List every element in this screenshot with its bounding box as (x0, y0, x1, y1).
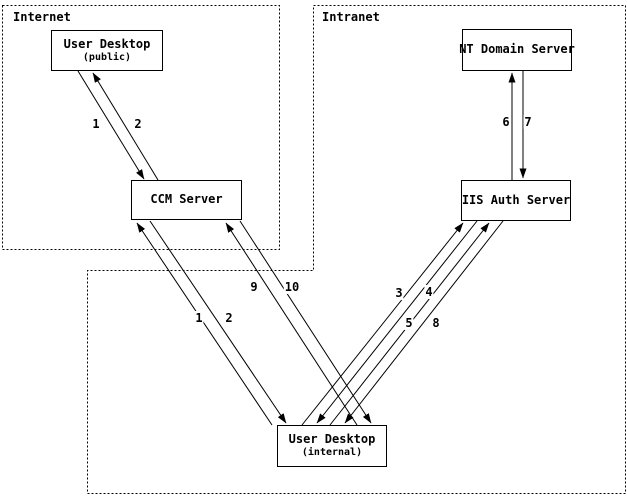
step-label-9: 9 (249, 280, 259, 294)
step-label-2-public: 2 (133, 117, 143, 131)
step-label-3: 3 (394, 286, 404, 300)
node-title: User Desktop (288, 432, 376, 447)
step-label-10: 10 (283, 280, 301, 294)
node-title: User Desktop (63, 36, 151, 51)
intranet-zone-label: Intranet (321, 10, 381, 24)
internet-zone-label: Internet (12, 10, 72, 24)
arrow-1-internal-desktop-to-ccm (136, 222, 273, 426)
node-user-desktop-public: User Desktop (public) (51, 30, 163, 71)
node-ccm-server: CCM Server (131, 180, 242, 220)
node-iis-auth-server: IIS Auth Server (461, 180, 571, 221)
intranet-zone-border (87, 5, 626, 494)
arrow-2-ccm-to-internal-desktop (149, 220, 287, 424)
arrow-10-ccm-to-internal-desktop (239, 220, 372, 424)
arrow-1-public-desktop-to-ccm (77, 70, 145, 180)
arrow-4-iis-to-internal-desktop (316, 220, 478, 424)
arrow-8-iis-to-internal-desktop (344, 220, 504, 424)
node-nt-domain-server: NT Domain Server (459, 29, 575, 71)
step-label-6: 6 (501, 115, 511, 129)
node-title: CCM Server (150, 192, 223, 207)
node-user-desktop-internal: User Desktop (internal) (277, 425, 387, 467)
step-label-4: 4 (424, 285, 434, 299)
step-label-7: 7 (523, 115, 533, 129)
node-subtitle: (public) (82, 51, 132, 63)
step-label-1-public: 1 (91, 117, 101, 131)
step-label-5: 5 (404, 316, 414, 330)
step-label-8: 8 (431, 316, 441, 330)
arrow-2-ccm-to-public-desktop (92, 72, 159, 181)
node-subtitle: (internal) (301, 447, 363, 459)
arrow-3-internal-desktop-to-iis (301, 222, 464, 426)
node-title: IIS Auth Server (461, 192, 571, 207)
node-title: NT Domain Server (459, 42, 575, 57)
arrow-9-internal-desktop-to-ccm (225, 222, 358, 426)
step-label-2-internal: 2 (224, 311, 234, 325)
internet-zone-border (2, 5, 280, 250)
step-label-1-internal: 1 (194, 311, 204, 325)
